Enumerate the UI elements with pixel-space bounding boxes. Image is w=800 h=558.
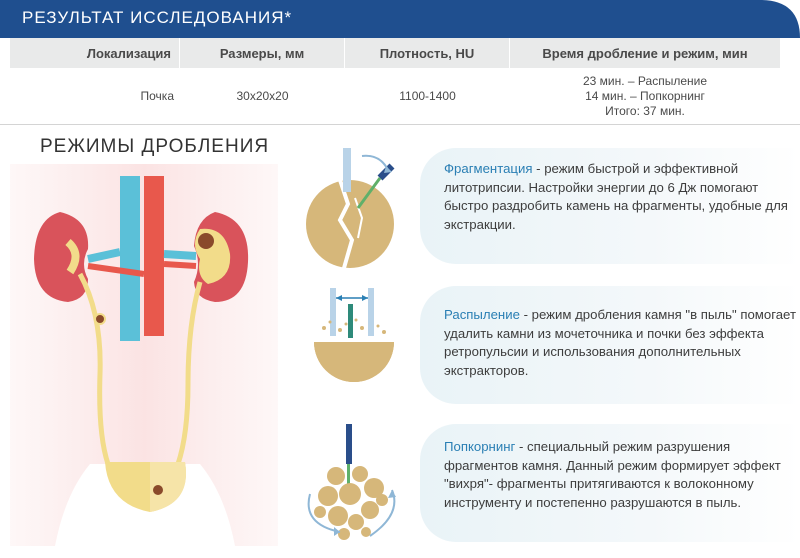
mode-card-fragmentation: Фрагментация - режим быстрой и эффективн…: [420, 148, 800, 264]
cell-density: 1100-1400: [399, 89, 456, 103]
mode-description: Попкорнинг - специальный режим разрушени…: [444, 438, 800, 512]
mode-term: Попкорнинг: [444, 439, 516, 454]
time-line: 14 мин. – Попкорнинг: [585, 88, 705, 103]
mode-description: Распыление - режим дробления камня "в пы…: [444, 306, 800, 380]
cell-location: Почка: [140, 89, 174, 103]
header-banner: РЕЗУЛЬТАТ ИССЛЕДОВАНИЯ*: [0, 0, 800, 38]
kidney-anatomy-illustration: [10, 164, 278, 546]
divider: [0, 124, 800, 125]
mode-card-popcorning: Попкорнинг - специальный режим разрушени…: [420, 424, 800, 542]
column-header-density: Плотность, HU: [345, 38, 510, 68]
mode-description: Фрагментация - режим быстрой и эффективн…: [444, 160, 800, 234]
cell-time: 23 мин. – Распыление 14 мин. – Попкорнин…: [510, 68, 780, 124]
section-title: РЕЖИМЫ ДРОБЛЕНИЯ: [40, 136, 270, 157]
time-line: 23 мин. – Распыление: [582, 73, 708, 88]
cell-size: 30x20x20: [236, 89, 289, 103]
page-title: РЕЗУЛЬТАТ ИССЛЕДОВАНИЯ*: [22, 8, 293, 27]
table-header: Локализация Размеры, мм Плотность, HU Вр…: [10, 38, 780, 68]
mode-term: Фрагментация: [444, 161, 533, 176]
time-line-total: Итого: 37 мин.: [605, 103, 685, 118]
mode-text: - специальный режим разрушения фрагменто…: [444, 439, 781, 510]
table-row: Почка 30x20x20 1100-1400 23 мин. – Распы…: [10, 68, 780, 124]
mode-text: - режим дробления камня "в пыль" помогае…: [444, 307, 796, 378]
dusting-icon: [300, 286, 410, 416]
banner-shape: [0, 0, 800, 38]
results-table: Локализация Размеры, мм Плотность, HU Вр…: [10, 38, 780, 124]
fragmentation-icon: [300, 148, 410, 278]
column-header-size: Размеры, мм: [180, 38, 345, 68]
column-header-location: Локализация: [10, 38, 180, 68]
mode-card-dusting: Распыление - режим дробления камня "в пы…: [420, 286, 800, 404]
column-header-time: Время дробление и режим, мин: [542, 45, 748, 61]
popcorning-icon: [300, 424, 410, 554]
mode-text: - режим быстрой и эффективной литотрипси…: [444, 161, 788, 232]
mode-term: Распыление: [444, 307, 520, 322]
